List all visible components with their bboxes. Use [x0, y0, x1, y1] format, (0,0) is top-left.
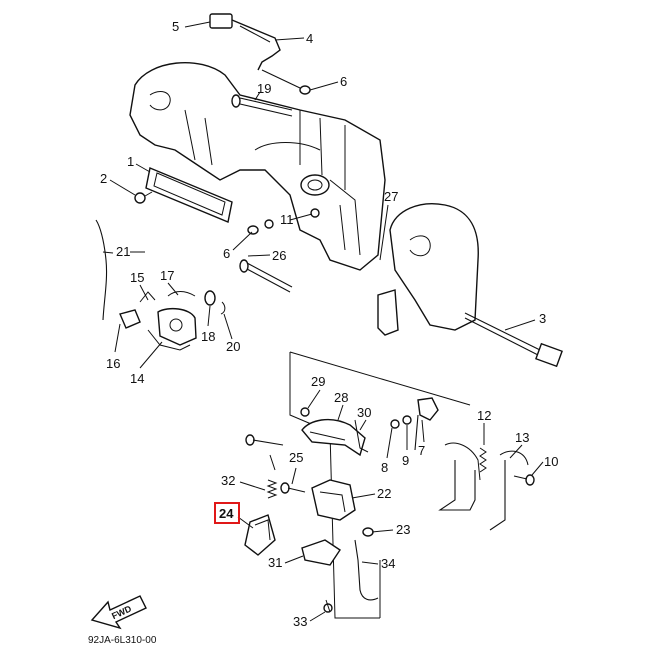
- washer-part-11: [310, 208, 320, 218]
- callout-16: 16: [106, 356, 120, 371]
- callout-24-highlighted[interactable]: 24: [214, 502, 240, 524]
- spring-part-32: [245, 434, 284, 499]
- callout-27: 27: [384, 189, 398, 204]
- collar-part-6: [247, 219, 274, 235]
- callout-21: 21: [116, 244, 130, 259]
- callout-3: 3: [539, 311, 546, 326]
- wire-part-21: [95, 219, 108, 321]
- callout-34: 34: [381, 556, 395, 571]
- callout-5: 5: [172, 19, 179, 34]
- callout-25: 25: [289, 450, 303, 465]
- callout-24: 24: [219, 506, 234, 521]
- callout-33: 33: [293, 614, 307, 629]
- bracket-part-22: [311, 479, 356, 521]
- swivel-bracket: [129, 62, 386, 271]
- plate-part-31: [301, 539, 341, 566]
- callout-8: 8: [381, 460, 388, 475]
- fwd-arrow-icon: [90, 595, 147, 630]
- leader-lines: [102, 21, 544, 622]
- drawing-code: 92JA-6L310-00: [88, 635, 157, 646]
- rod-part-3: [464, 312, 563, 368]
- callout-32: 32: [221, 473, 235, 488]
- callout-11: 11: [280, 212, 294, 227]
- callout-15: 15: [130, 270, 144, 285]
- rod-part-12-13: [438, 442, 529, 531]
- callout-10: 10: [544, 454, 558, 469]
- lever-part-7: [390, 397, 439, 451]
- callout-6-mid: 6: [223, 246, 230, 261]
- callout-20: 20: [226, 339, 240, 354]
- bolt-part-26: [239, 259, 293, 293]
- callout-6-top: 6: [340, 74, 347, 89]
- callout-4: 4: [306, 31, 313, 46]
- nut-part-33: [323, 599, 333, 613]
- bolt-part-2: [134, 191, 153, 204]
- callout-17: 17: [160, 268, 174, 283]
- bolt-part-25: [280, 482, 306, 494]
- callout-28: 28: [334, 390, 348, 405]
- lower-left-frame: [289, 351, 471, 619]
- callout-14: 14: [130, 371, 144, 386]
- plate-part-1: [145, 167, 233, 223]
- pin-part-30: [354, 419, 369, 453]
- callout-19: 19: [257, 81, 271, 96]
- washer-part-23: [362, 527, 374, 537]
- callout-13: 13: [515, 430, 529, 445]
- callout-30: 30: [357, 405, 371, 420]
- callout-2: 2: [100, 171, 107, 186]
- callout-7: 7: [418, 443, 425, 458]
- callout-12: 12: [477, 408, 491, 423]
- wire-part-34: [354, 539, 379, 601]
- bolt-part-10: [513, 474, 535, 486]
- callout-23: 23: [396, 522, 410, 537]
- stern-bracket-right: [377, 203, 479, 336]
- callout-22: 22: [377, 486, 391, 501]
- callout-9: 9: [402, 453, 409, 468]
- callout-18: 18: [201, 329, 215, 344]
- highlight-box: [214, 502, 240, 524]
- callout-26: 26: [272, 248, 286, 263]
- bolt-part-19: [231, 94, 293, 117]
- latch-assembly-left: [119, 290, 226, 351]
- callout-1: 1: [127, 154, 134, 169]
- bracket-part-28: [300, 407, 366, 457]
- lever-part-24: [244, 514, 276, 556]
- callout-labels: 5 4 6 19 1 2 27 11 6 21 26 15 17 3 18 20…: [100, 19, 558, 629]
- callout-29: 29: [311, 374, 325, 389]
- callout-31: 31: [268, 555, 282, 570]
